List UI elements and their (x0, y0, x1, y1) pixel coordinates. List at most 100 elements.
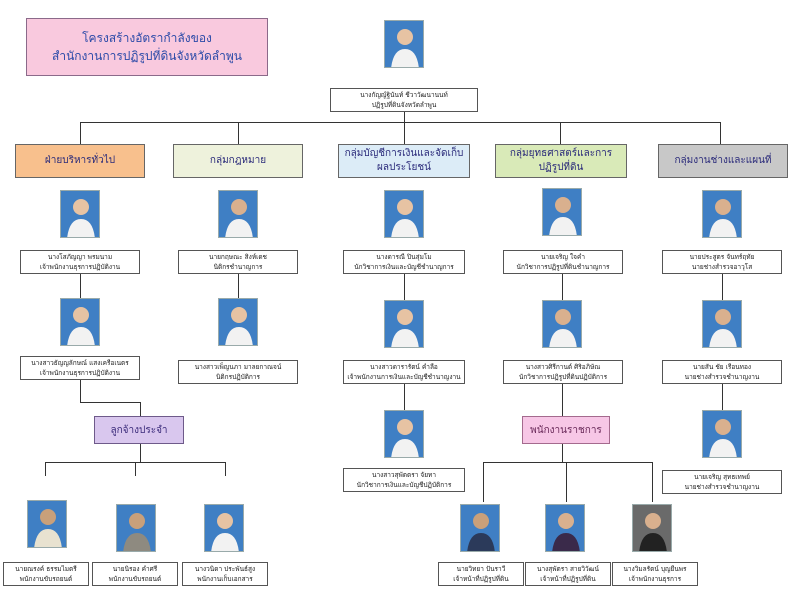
staff-photo (384, 190, 424, 238)
staff-name: นางวิมลรัตน์ บุญยืนพร (623, 565, 687, 573)
connector (483, 462, 652, 463)
group-survey: กลุ่มงานช่างและแผนที่ (658, 144, 788, 178)
group-label: กลุ่มงานช่างและแผนที่ (674, 155, 772, 166)
connector (80, 122, 81, 144)
staff-photo (384, 410, 424, 458)
group-label: กลุ่มยุทธศาสตร์และการปฏิรูปที่ดิน (509, 148, 613, 173)
connector (652, 462, 653, 502)
chart-title-line2: สำนักงานการปฏิรูปที่ดินจังหวัดลำพูน (52, 49, 242, 63)
staff-position: นิติกรชำนาญการ (213, 263, 263, 271)
connector (80, 402, 140, 403)
staff-box: นางโสภัญญา พรมนาม เจ้าพนักงานธุรการปฏิบั… (20, 250, 140, 274)
staff-position: นักวิชาการเงินและบัญชีปฏิบัติการ (356, 481, 452, 489)
staff-position: นายช่างสำรวจชำนาญงาน (684, 483, 760, 491)
staff-name: นายนิรอง คำศรี (112, 565, 158, 573)
staff-position: เจ้าหน้าที่ปฏิรูปที่ดิน (453, 575, 509, 583)
staff-photo (702, 300, 742, 348)
staff-box: นายสัน ชัย เรือนทอง นายช่างสำรวจชำนาญงาน (662, 360, 782, 384)
head-box: นางกัญญ์ฐินันท์ ชีวาวัฒนานนท์ ปฏิรูปที่ด… (330, 88, 478, 112)
connector (80, 274, 81, 298)
staff-photo (632, 504, 672, 552)
connector (562, 274, 563, 300)
staff-name: นายณรงค์ ธรรมไมตรี (15, 565, 77, 573)
chart-title-line1: โครงสร้างอัตรากำลังของ (82, 31, 212, 45)
staff-photo (116, 504, 156, 552)
staff-photo (60, 298, 100, 346)
staff-name: นางสาวสุพัตตรา จัยทา (372, 471, 436, 479)
staff-name: นางสาวธัญญลักษณ์ แสงเครือเนตร (31, 359, 129, 367)
staff-box: นายเจริญ ใจคำ นักวิชาการปฏิรูปที่ดินชำนา… (503, 250, 623, 274)
staff-name: นายสัน ชัย เรือนทอง (692, 363, 752, 371)
staff-name: นายเจริญ ใจคำ (540, 253, 585, 261)
staff-box: นางสุพัตรา สายวิวัฒน์ เจ้าหน้าที่ปฏิรูปท… (525, 562, 611, 586)
staff-box: นางวิมลรัตน์ บุญยืนพร เจ้าพนักงานธุรการ (612, 562, 698, 586)
staff-name: นางวนิดา ประพันธ์สูง (194, 565, 256, 573)
staff-position: นักวิชาการปฏิรูปที่ดินปฏิบัติการ (518, 373, 608, 381)
staff-photo (218, 190, 258, 238)
connector (80, 122, 720, 123)
staff-position: นักวิชาการเงินและบัญชีชำนาญการ (354, 263, 454, 271)
staff-position: เจ้าพนักงานธุรการปฏิบัติงาน (39, 263, 121, 271)
group-admin: ฝ่ายบริหารทั่วไป (15, 144, 145, 178)
connector (720, 122, 721, 144)
connector (562, 444, 563, 462)
connector (566, 462, 567, 502)
subgroup-label: ลูกจ้างประจำ (110, 424, 168, 436)
staff-box: นางสาวธัญญลักษณ์ แสงเครือเนตร เจ้าพนักงา… (20, 356, 140, 380)
connector (80, 380, 81, 402)
staff-position: นายช่างสำรวจชำนาญงาน (684, 373, 760, 381)
connector (140, 402, 141, 416)
staff-photo (542, 300, 582, 348)
connector (140, 444, 141, 462)
staff-name: นายวิทยา ปันราวี (456, 565, 506, 573)
connector (238, 122, 239, 144)
subgroup-label: พนักงานราชการ (530, 424, 602, 436)
connector (404, 384, 405, 410)
staff-name: นางสาวศิรีกานต์ ศิริอภิษัณ (525, 363, 601, 371)
subgroup-temp: ลูกจ้างประจำ (94, 416, 184, 444)
staff-box: นายเจริญ สุทธเทพย์ นายช่างสำรวจชำนาญงาน (662, 470, 782, 494)
staff-position: เจ้าพนักงานธุรการ (628, 575, 682, 583)
group-label: กลุ่มบัญชีการเงินและจัดเก็บผลประโยชน์ (344, 148, 464, 173)
group-law: กลุ่มกฎหมาย (173, 144, 303, 178)
chart-title: โครงสร้างอัตรากำลังของ สำนักงานการปฏิรูป… (26, 18, 268, 76)
staff-position: เจ้าหน้าที่ปฏิรูปที่ดิน (540, 575, 596, 583)
connector (45, 462, 46, 476)
staff-position: เจ้าพนักงานการเงินและบัญชีชำนาญงาน (347, 373, 461, 381)
staff-photo (218, 298, 258, 346)
group-label: กลุ่มกฎหมาย (209, 155, 267, 166)
staff-photo (542, 188, 582, 236)
staff-position: พนักงานขับรถยนต์ (108, 575, 162, 583)
staff-photo (702, 410, 742, 458)
subgroup-gov: พนักงานราชการ (522, 416, 610, 444)
staff-name: นางดารณี ปินสุ่มโม (376, 253, 432, 261)
staff-photo (204, 504, 244, 552)
connector (135, 462, 136, 476)
staff-photo (384, 300, 424, 348)
staff-box: นายณรงค์ ธรรมไมตรี พนักงานขับรถยนต์ (3, 562, 89, 586)
staff-box: นางสาวสุพัตตรา จัยทา นักวิชาการเงินและบั… (343, 468, 465, 492)
staff-position: พนักงานเก็บเอกสาร (197, 575, 253, 583)
connector (722, 384, 723, 410)
staff-name: นางสาวเพ็ญนภา มาลยกาณจน์ (194, 363, 282, 371)
group-finance: กลุ่มบัญชีการเงินและจัดเก็บผลประโยชน์ (338, 144, 470, 178)
staff-box: นางสาวศิรีกานต์ ศิริอภิษัณ นักวิชาการปฏิ… (503, 360, 623, 384)
group-label: ฝ่ายบริหารทั่วไป (44, 155, 116, 166)
staff-position: นิติกรปฏิบัติการ (215, 373, 260, 381)
staff-box: นางดารณี ปินสุ่มโม นักวิชาการเงินและบัญช… (343, 250, 465, 274)
staff-name: นางสาวดารารัตน์ คำลือ (370, 363, 438, 371)
staff-box: นางสาวเพ็ญนภา มาลยกาณจน์ นิติกรปฏิบัติกา… (178, 360, 298, 384)
head-name: นางกัญญ์ฐินันท์ ชีวาวัฒนานนท์ (360, 91, 448, 99)
connector (238, 274, 239, 298)
staff-position: นักวิชาการปฏิรูปที่ดินชำนาญการ (516, 263, 610, 271)
staff-name: นายเจริญ สุทธเทพย์ (694, 473, 750, 481)
head-photo (384, 20, 424, 68)
staff-box: นายวิทยา ปันราวี เจ้าหน้าที่ปฏิรูปที่ดิน (438, 562, 524, 586)
staff-box: นางวนิดา ประพันธ์สูง พนักงานเก็บเอกสาร (182, 562, 268, 586)
staff-box: นายนิรอง คำศรี พนักงานขับรถยนต์ (92, 562, 178, 586)
staff-photo (460, 504, 500, 552)
staff-box: นายประสูตร จันทร์ฤทัย นายช่างสำรวจอาวุโส (662, 250, 782, 274)
connector (562, 384, 563, 416)
staff-position: พนักงานขับรถยนต์ (19, 575, 73, 583)
connector (404, 274, 405, 300)
